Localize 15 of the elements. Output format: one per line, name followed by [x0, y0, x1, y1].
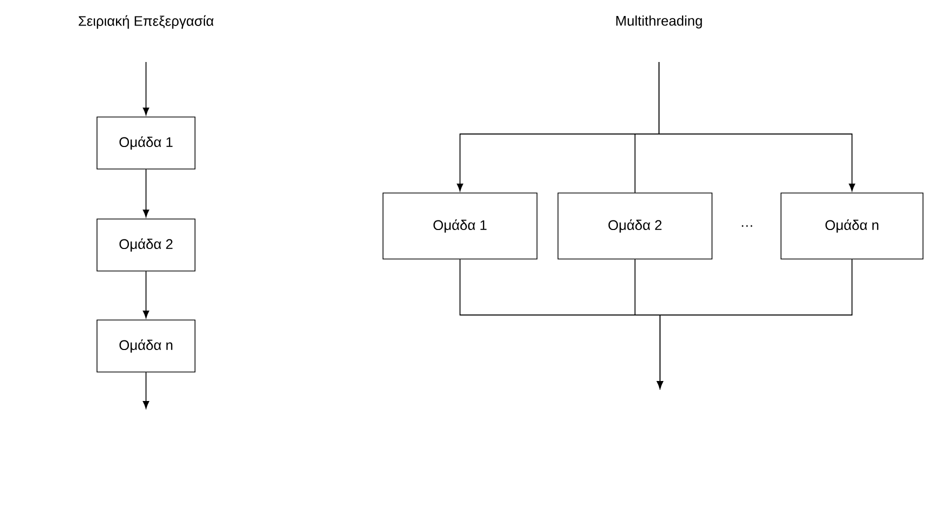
- arrow: [142, 270, 150, 318]
- arrow: [142, 62, 150, 116]
- arrow: [658, 62, 856, 192]
- process-box: Ομάδα 1: [96, 116, 196, 170]
- process-box: Ομάδα n: [780, 192, 924, 260]
- column-heading: Σειριακή Επεξεργασία: [78, 15, 214, 29]
- ellipsis: …: [742, 225, 752, 227]
- process-box: Ομάδα 2: [558, 192, 712, 260]
- arrow: [142, 168, 150, 218]
- process-box: Ομάδα 1: [382, 192, 538, 260]
- arrow: [142, 372, 150, 409]
- process-box: Ομάδα n: [96, 320, 196, 372]
- column-heading: Multithreading: [616, 16, 702, 28]
- process-box: Ομάδα 2: [96, 218, 196, 272]
- arrow: [656, 258, 852, 389]
